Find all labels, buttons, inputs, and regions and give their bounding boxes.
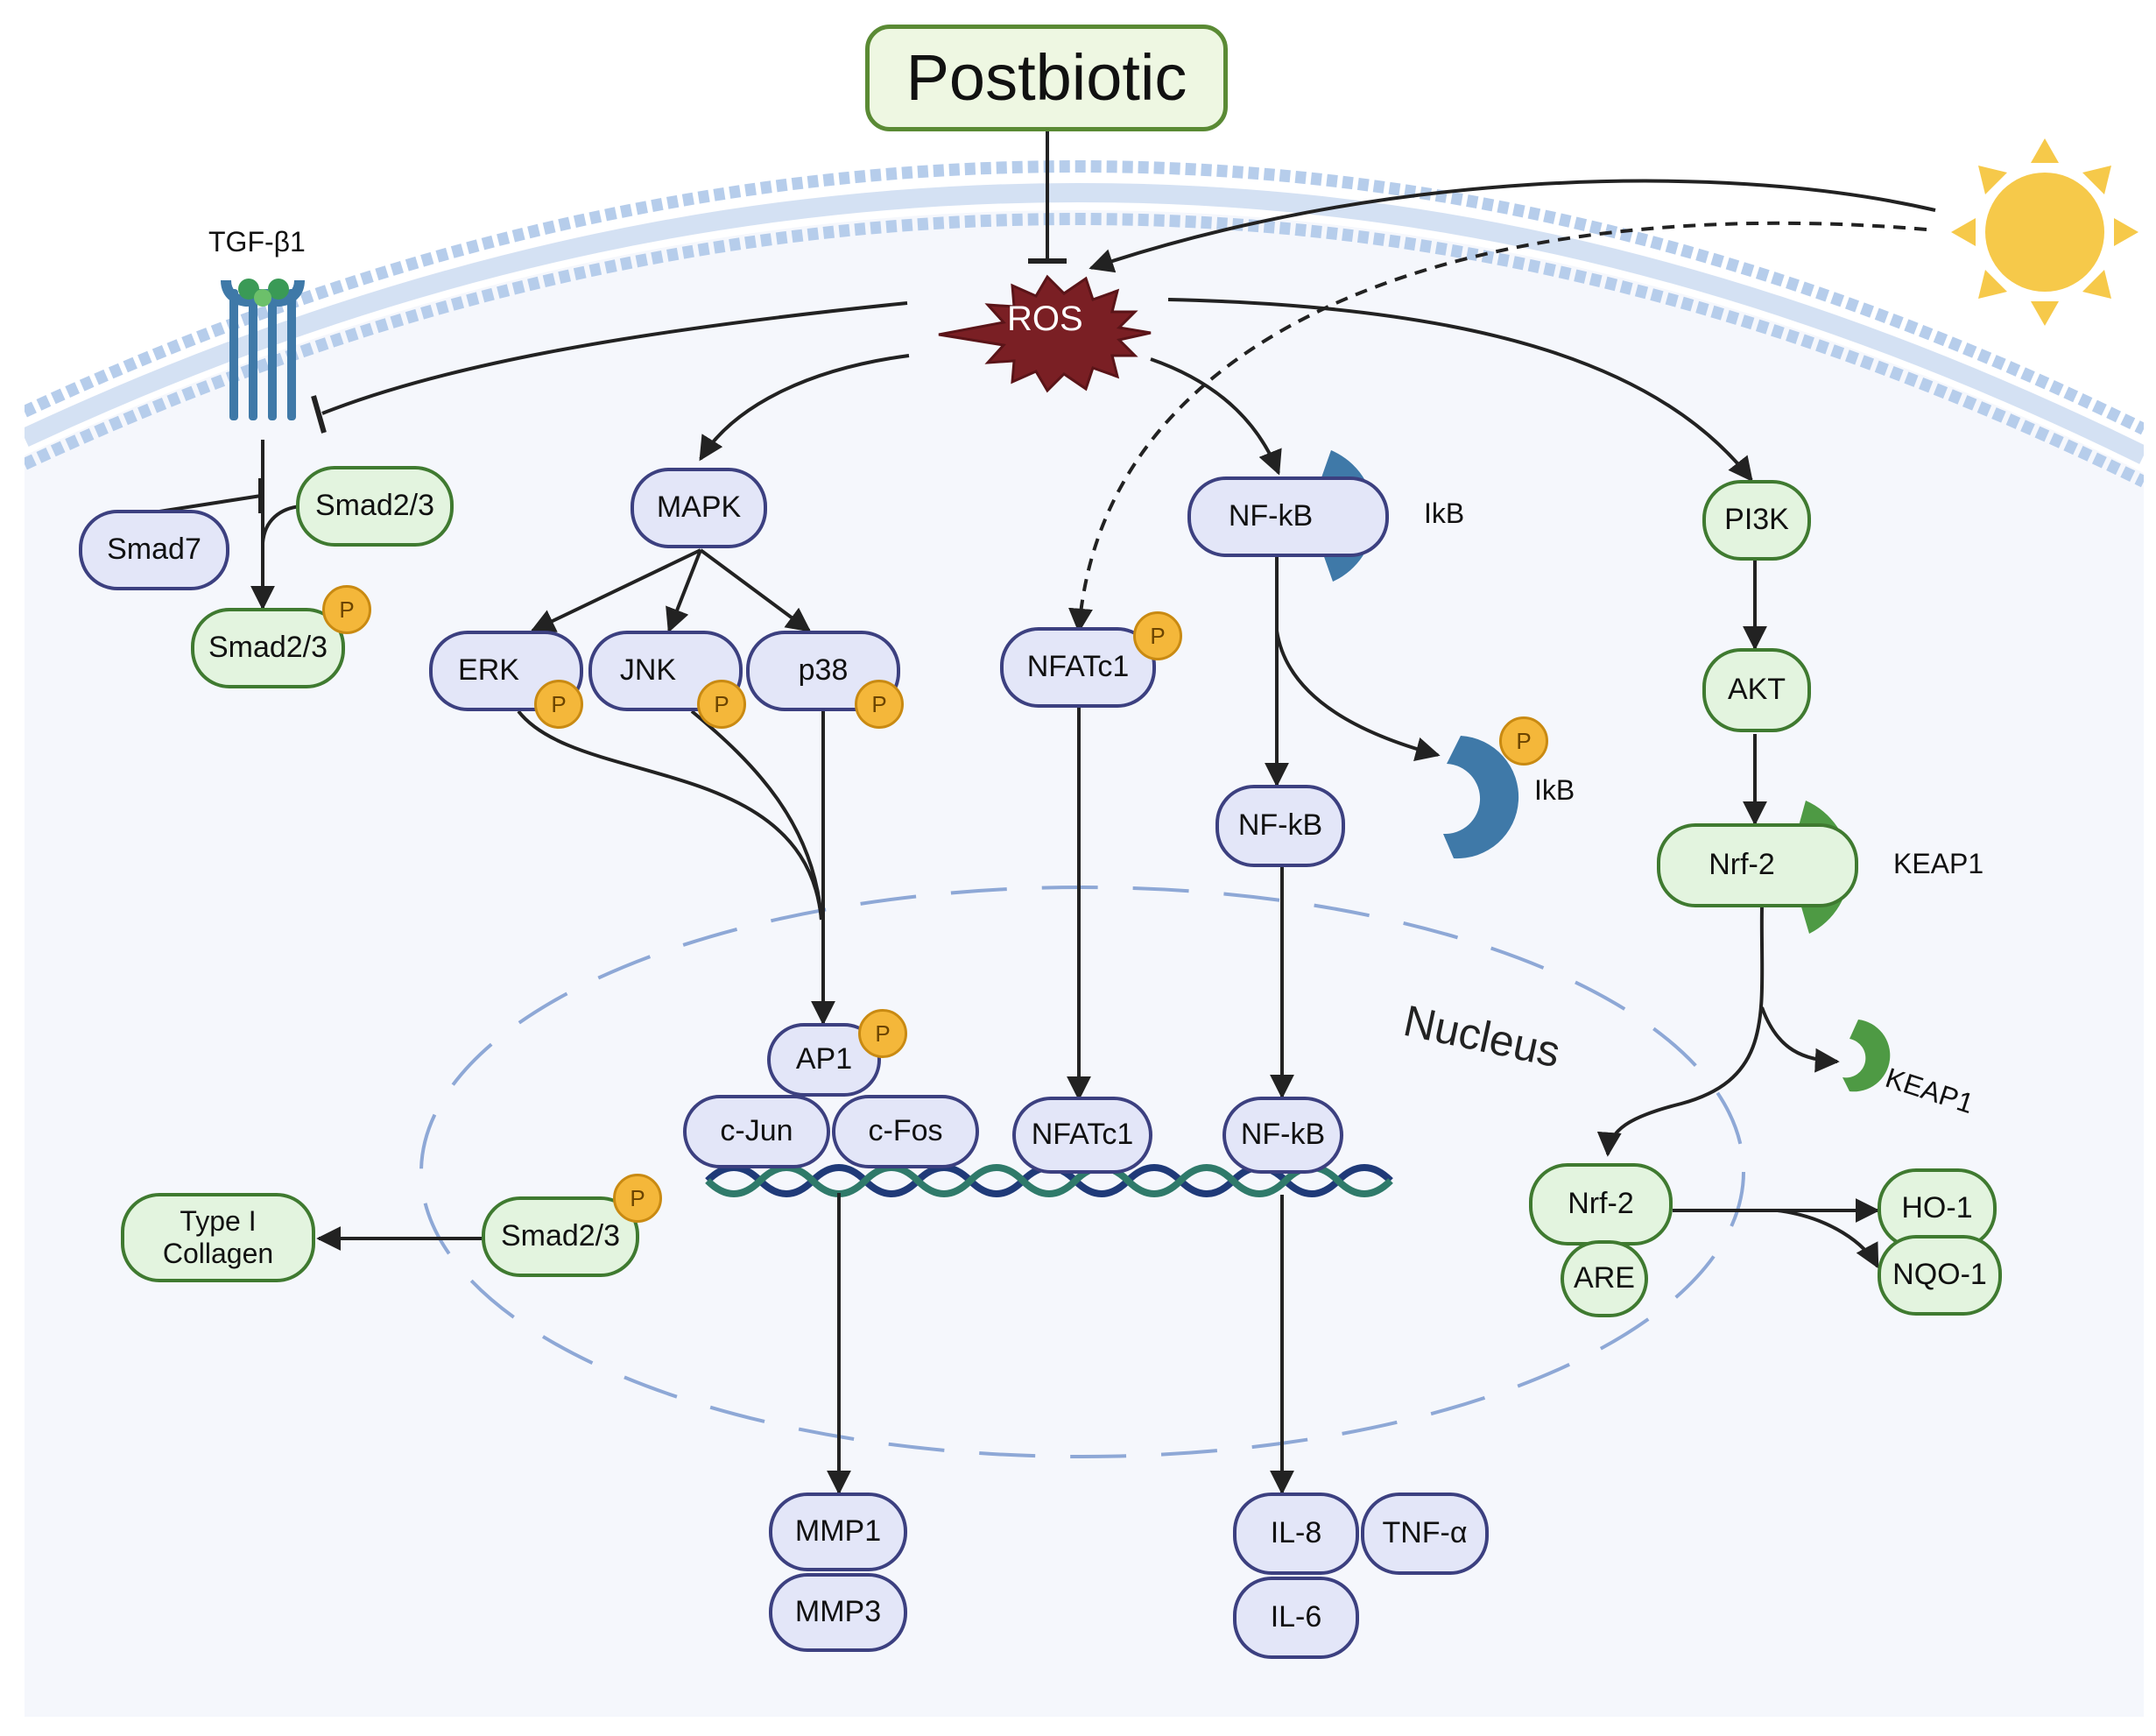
cell-cytoplasm [25, 210, 2144, 1717]
ikb-free-icon [1443, 736, 1519, 859]
phospho-badge: P [534, 680, 583, 729]
nrf2-translocate [1596, 907, 1765, 1157]
mapk-to-jnk [666, 549, 702, 633]
phospho-badge: P [1499, 716, 1548, 766]
uv-to-ros-arrow [1089, 179, 1936, 273]
smad23-nuclear-node: Smad2/3 [482, 1196, 639, 1277]
c-fos-node: c-Fos [832, 1095, 979, 1168]
keap1-release [1760, 1006, 1840, 1073]
uv-to-nfatc1-dashed [1068, 221, 1927, 633]
c-jun-node: c-Jun [683, 1095, 830, 1168]
type-i-collagen-node: Type I Collagen [121, 1193, 315, 1282]
tgf-receptor-label: TGF-β1 [208, 226, 306, 258]
akt-node: AKT [1702, 648, 1811, 732]
tnf-alpha-node: TNF-α [1361, 1493, 1489, 1575]
mmp3-node: MMP3 [769, 1573, 907, 1652]
cell-membrane [25, 159, 2144, 488]
jnk-node: JNK [588, 631, 743, 711]
nfkb-free-node: NF-kB [1215, 785, 1345, 867]
phospho-badge: P [697, 680, 746, 729]
phospho-badge: P [1133, 611, 1182, 660]
il8-node: IL-8 [1233, 1493, 1359, 1575]
il6-node: IL-6 [1233, 1577, 1359, 1659]
nucleus-envelope [419, 886, 1745, 1458]
ikb-free-label: IkB [1534, 774, 1575, 806]
keap1-free-icon [1842, 1020, 1891, 1092]
jnk-to-ap1 [690, 709, 823, 921]
phospho-badge: P [855, 680, 904, 729]
ros-label: ROS [1007, 300, 1083, 338]
ikb-bound-label: IkB [1424, 498, 1465, 529]
nfatc1-cytoplasm-node: NFATc1 [1000, 627, 1156, 708]
tgf-receptor-icon [221, 279, 305, 420]
phospho-badge: P [322, 585, 371, 634]
mapk-node: MAPK [631, 468, 767, 548]
ros-to-mapk [699, 354, 910, 462]
smad23-node: Smad2/3 [296, 466, 454, 547]
nqo1-node: NQO-1 [1878, 1235, 2002, 1316]
ros-to-nfkb [1150, 357, 1282, 476]
postbiotic-box: Postbiotic [865, 25, 1228, 131]
nfkb-ikb-complex-node: NF-kB [1187, 476, 1389, 557]
inhibit-bar-tgf [311, 395, 327, 434]
ros-inhibits-tgf [321, 301, 908, 415]
keap1-bound-label: KEAP1 [1893, 848, 1984, 879]
mmp1-node: MMP1 [769, 1493, 907, 1571]
collagen-line-1: Type I [180, 1205, 257, 1238]
phospho-badge: P [858, 1009, 907, 1058]
smad23-joins [261, 505, 302, 544]
nrf2-keap1-complex-node: Nrf-2 [1657, 823, 1858, 907]
erk-to-ap1 [517, 709, 823, 921]
nrf2-nuclear-node: Nrf-2 [1529, 1163, 1673, 1246]
nrf2-to-nqo1 [1777, 1209, 1879, 1269]
ros-burst [938, 274, 1152, 393]
smad7-inhibits [159, 494, 262, 513]
phospho-badge: P [613, 1174, 662, 1223]
mapk-to-p38 [699, 548, 812, 632]
ikb-release [1275, 630, 1441, 761]
smad7-node: Smad7 [79, 510, 229, 590]
nfatc1-nuclear-node: NFATc1 [1012, 1097, 1152, 1174]
smad23-phospho-node: Smad2/3 [191, 608, 345, 688]
pi3k-node: PI3K [1702, 480, 1811, 561]
are-node: ARE [1561, 1240, 1648, 1317]
nfkb-nuclear-node: NF-kB [1222, 1097, 1343, 1174]
ros-to-pi3k [1167, 298, 1753, 483]
mapk-to-erk [530, 548, 701, 632]
collagen-line-2: Collagen [162, 1238, 274, 1269]
sun-icon [1951, 138, 2138, 326]
